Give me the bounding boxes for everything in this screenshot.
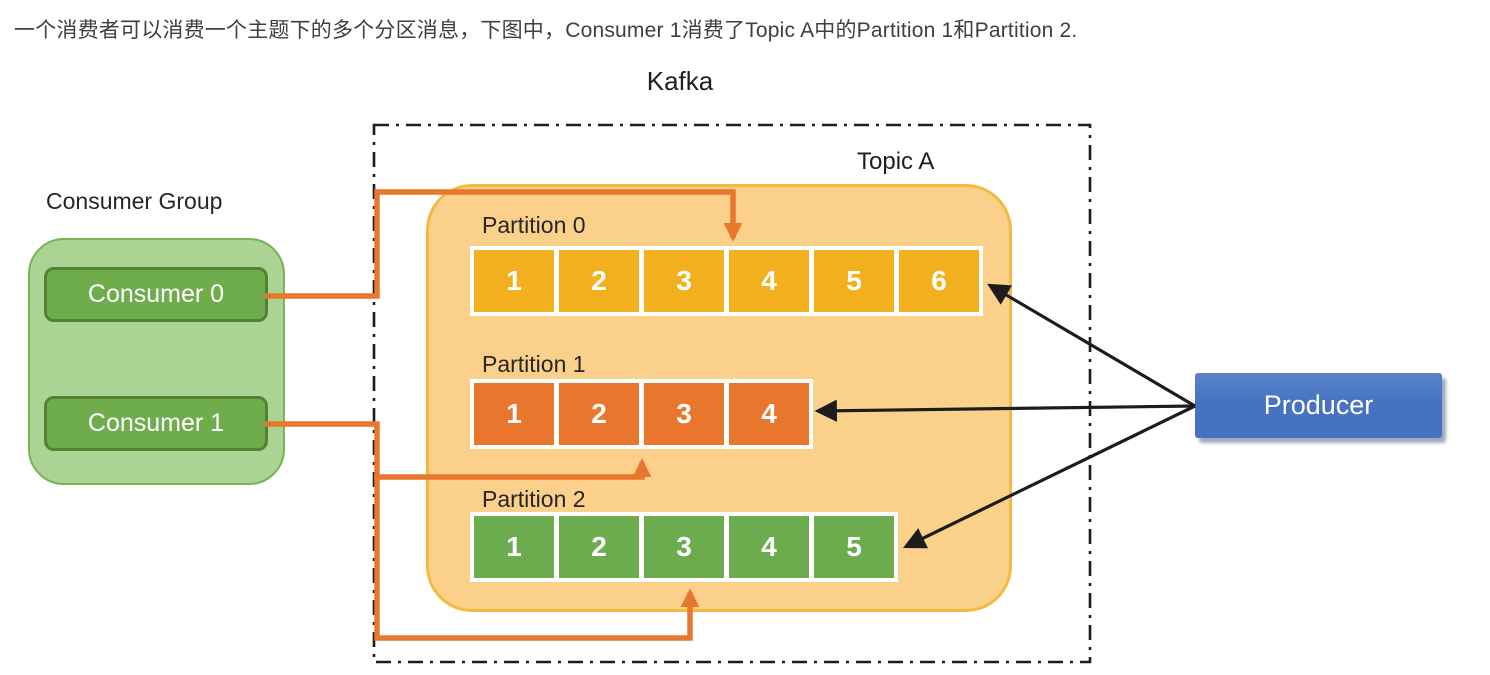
partition-1-label: Partition 1	[482, 351, 586, 377]
consumer-0-box: Consumer 0	[44, 267, 268, 322]
consumer-1-box: Consumer 1	[44, 396, 268, 451]
partition-2-cell: 1	[474, 516, 554, 578]
partition-1-cell: 2	[559, 383, 639, 445]
kafka-label: Kafka	[646, 66, 714, 96]
topic-a-label: Topic A	[857, 148, 935, 175]
caption-text: 一个消费者可以消费一个主题下的多个分区消息，下图中，Consumer 1消费了T…	[14, 19, 1078, 42]
partition-2-label: Partition 2	[482, 486, 586, 512]
partition-0-cell: 2	[559, 250, 639, 312]
partition-0-label: Partition 0	[482, 212, 586, 238]
partition-0-cell: 5	[814, 250, 894, 312]
partition-1-cell: 4	[729, 383, 809, 445]
partition-1-cell: 3	[644, 383, 724, 445]
producer-to-partition0-arrow	[987, 283, 1196, 408]
partition-0-cell: 1	[474, 250, 554, 312]
partition-0-cell: 6	[899, 250, 979, 312]
consumer-group-label: Consumer Group	[46, 188, 223, 214]
partition-2-cell: 5	[814, 516, 894, 578]
partition-2-cell: 2	[559, 516, 639, 578]
partition-2-cell: 3	[644, 516, 724, 578]
partition-1-cell: 1	[474, 383, 554, 445]
partition-0-cell: 4	[729, 250, 809, 312]
partition-0-cell: 3	[644, 250, 724, 312]
partition-2-cell: 4	[729, 516, 809, 578]
consumer-group-container: Consumer 0 Consumer 1	[28, 238, 285, 485]
producer-box: Producer	[1195, 373, 1442, 438]
